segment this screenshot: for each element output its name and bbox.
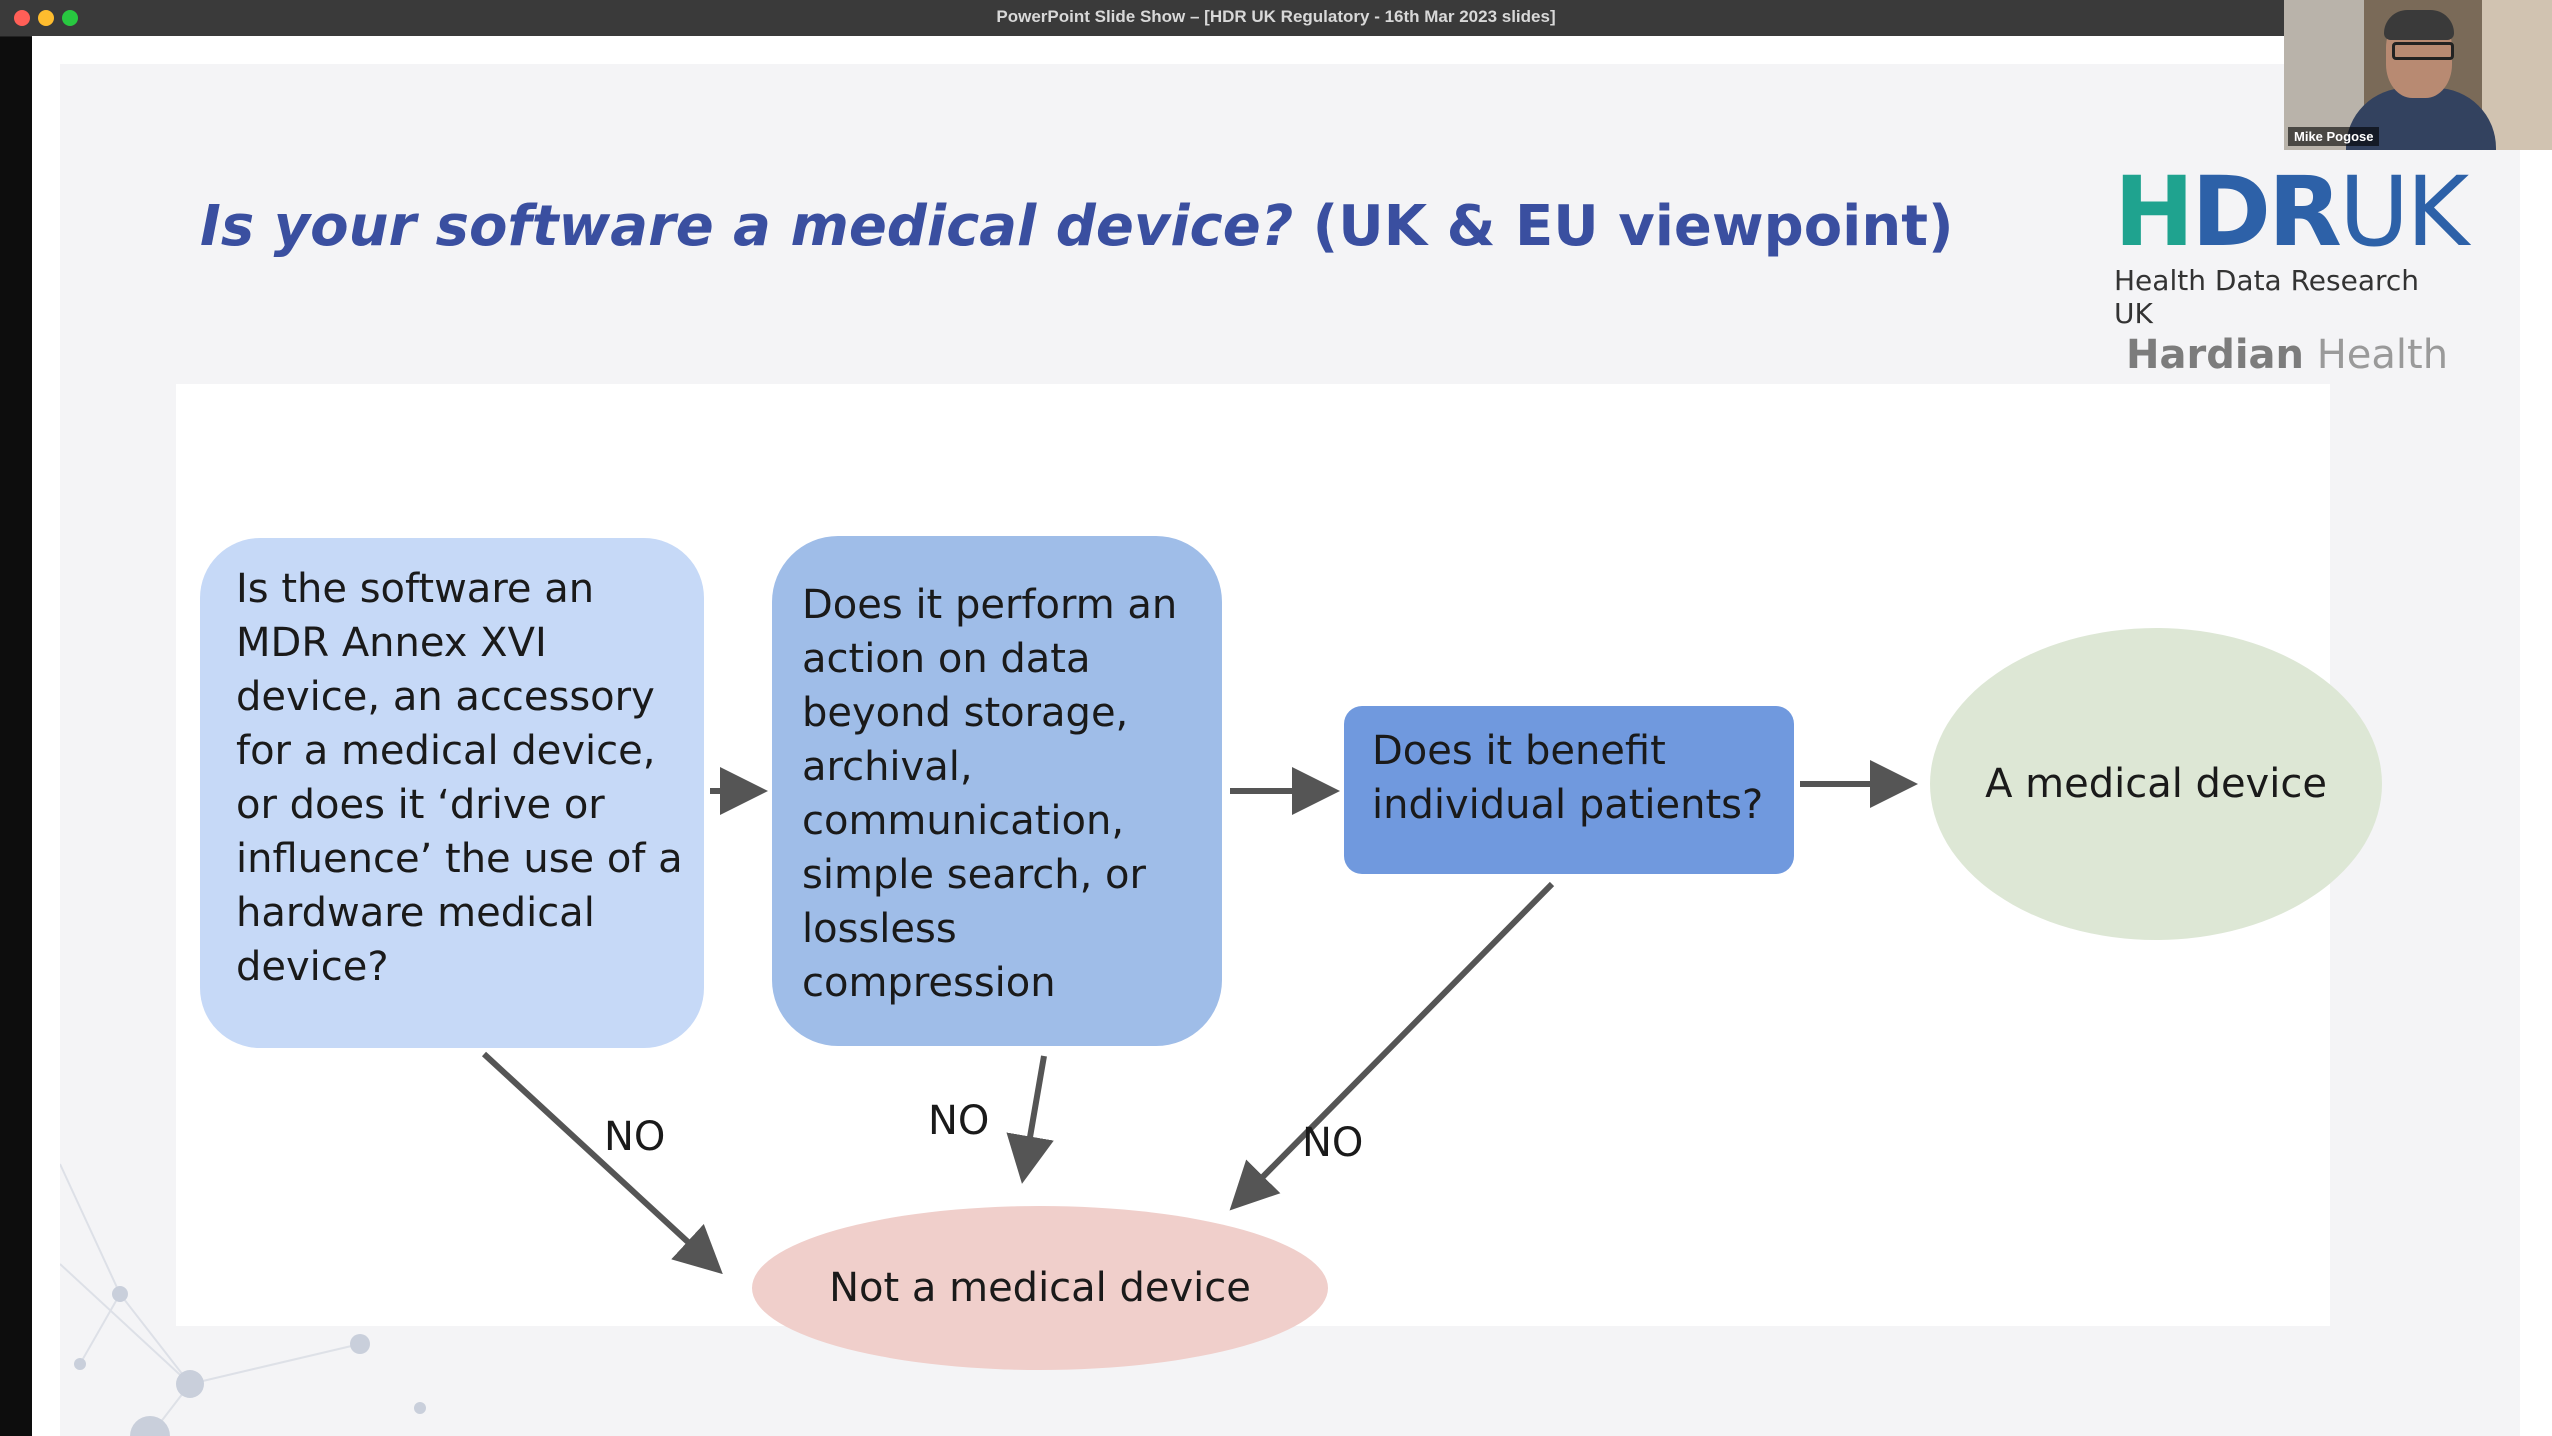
edge-label-q3-no: NO — [1302, 1120, 1364, 1166]
window-titlebar: PowerPoint Slide Show – [HDR UK Regulato… — [0, 0, 2552, 37]
arrow-q3-to-not-medical-device — [1229, 881, 1555, 1211]
hdr-uk-logo: HDRUK Health Data Research UK — [2114, 156, 2469, 330]
edge-label-q2-no: NO — [928, 1098, 990, 1144]
slide-frame[interactable]: Is your software a medical device? (UK &… — [32, 36, 2552, 1436]
webcam-background-right — [2482, 0, 2552, 150]
webcam-thumbnail[interactable]: Mike Pogose — [2284, 0, 2552, 150]
webcam-person-hair — [2384, 10, 2454, 40]
hdr-uk-logo-mark: HDRUK — [2114, 156, 2469, 268]
hardian-health-logo: Hardian Health — [2126, 332, 2449, 378]
arrow-q2-to-not-medical-device — [1006, 1055, 1054, 1184]
maximize-window-button[interactable] — [62, 10, 78, 26]
outcome-medical-device-node[interactable]: A medical device — [1930, 628, 2382, 940]
close-window-button[interactable] — [14, 10, 30, 26]
question-patient-benefit-node[interactable]: Does it benefit individual patients? — [1344, 706, 1794, 874]
slide-title-question: Is your software a medical device? — [200, 194, 1294, 259]
webcam-person-glasses — [2392, 42, 2454, 60]
question-annex-xvi-node[interactable]: Is the software an MDR Annex XVI device,… — [200, 538, 704, 1048]
minimize-window-button[interactable] — [38, 10, 54, 26]
slide-title: Is your software a medical device? (UK &… — [200, 194, 1954, 259]
slide[interactable]: Is your software a medical device? (UK &… — [60, 64, 2520, 1436]
slide-title-scope: (UK & EU viewpoint) — [1293, 194, 1954, 259]
window-title: PowerPoint Slide Show – [HDR UK Regulato… — [996, 7, 1556, 26]
arrow-q1-to-not-medical-device — [481, 1051, 723, 1275]
edge-label-q1-no: NO — [604, 1114, 666, 1160]
network-decoration — [60, 1163, 426, 1436]
hdr-uk-logo-subtitle: Health Data Research UK — [2114, 264, 2420, 330]
participant-name-label: Mike Pogose — [2288, 127, 2380, 146]
question-data-action-node[interactable]: Does it perform an action on data beyond… — [772, 536, 1222, 1046]
flowchart-arrows — [481, 760, 1918, 1275]
outcome-not-medical-device-node[interactable]: Not a medical device — [752, 1206, 1328, 1370]
